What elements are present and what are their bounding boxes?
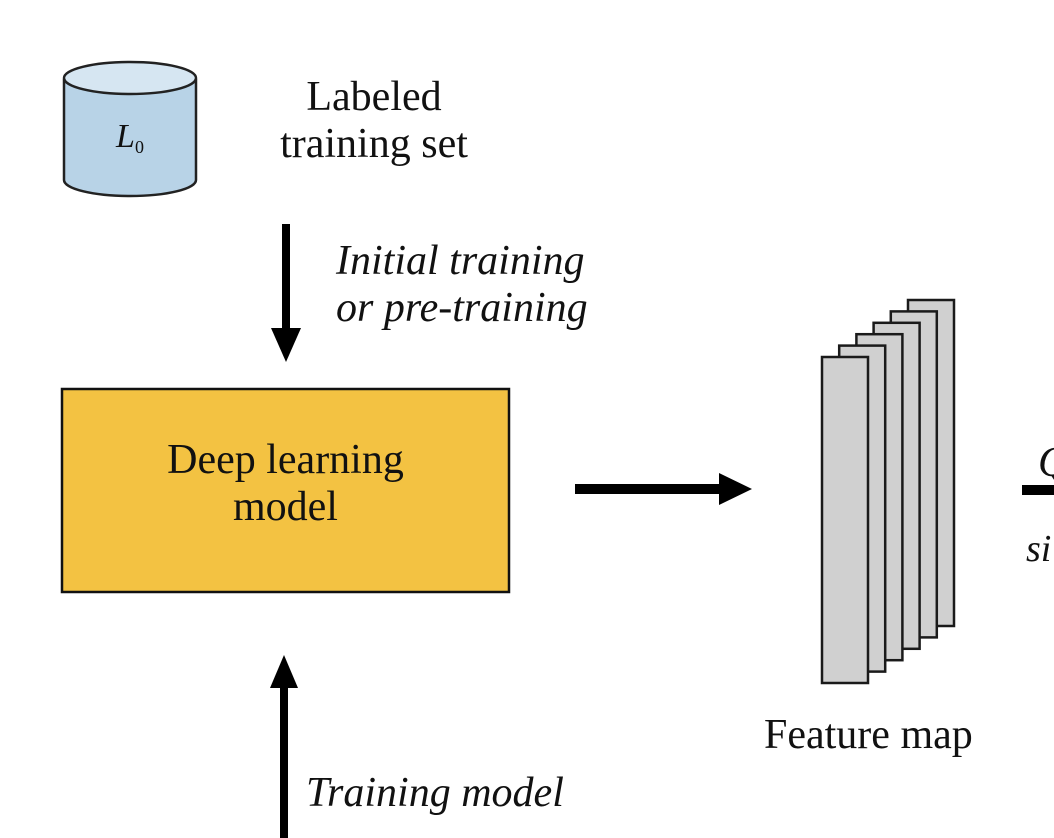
dataset-label: Labeled training set xyxy=(254,74,494,168)
initial-training-label: Initial training or pre-training xyxy=(336,238,588,332)
dataset-label-line2: training set xyxy=(280,121,468,168)
dataset-symbol-letter: L xyxy=(116,118,135,155)
feature-map-label: Feature map xyxy=(764,712,973,758)
arrow-up-training-model xyxy=(270,655,298,838)
next-edge-label-below: si xyxy=(1026,528,1052,570)
cylinder-top xyxy=(62,60,198,96)
initial-training-line2: or pre-training xyxy=(336,285,588,332)
arrow-right-model-to-features xyxy=(575,473,752,505)
dataset-symbol: L0 xyxy=(64,118,196,157)
model-label-line2: model xyxy=(233,484,338,531)
arrow-right-features-to-next xyxy=(1022,485,1054,495)
next-edge-label-above: Q xyxy=(1038,440,1054,487)
dataset-symbol-subscript: 0 xyxy=(134,137,144,157)
arrow-down-initial-training xyxy=(271,224,301,362)
model-box xyxy=(60,387,511,594)
feature-map-plate xyxy=(820,355,870,685)
dataset-label-line1: Labeled xyxy=(306,74,442,120)
model-label-line1: Deep learning xyxy=(167,437,404,483)
dataset-cylinder-icon xyxy=(62,60,198,198)
training-model-label: Training model xyxy=(306,770,564,816)
feature-map-stack xyxy=(820,298,956,685)
initial-training-line1: Initial training xyxy=(336,238,585,284)
model-label: Deep learning model xyxy=(62,437,509,531)
cylinder-body xyxy=(62,78,198,198)
